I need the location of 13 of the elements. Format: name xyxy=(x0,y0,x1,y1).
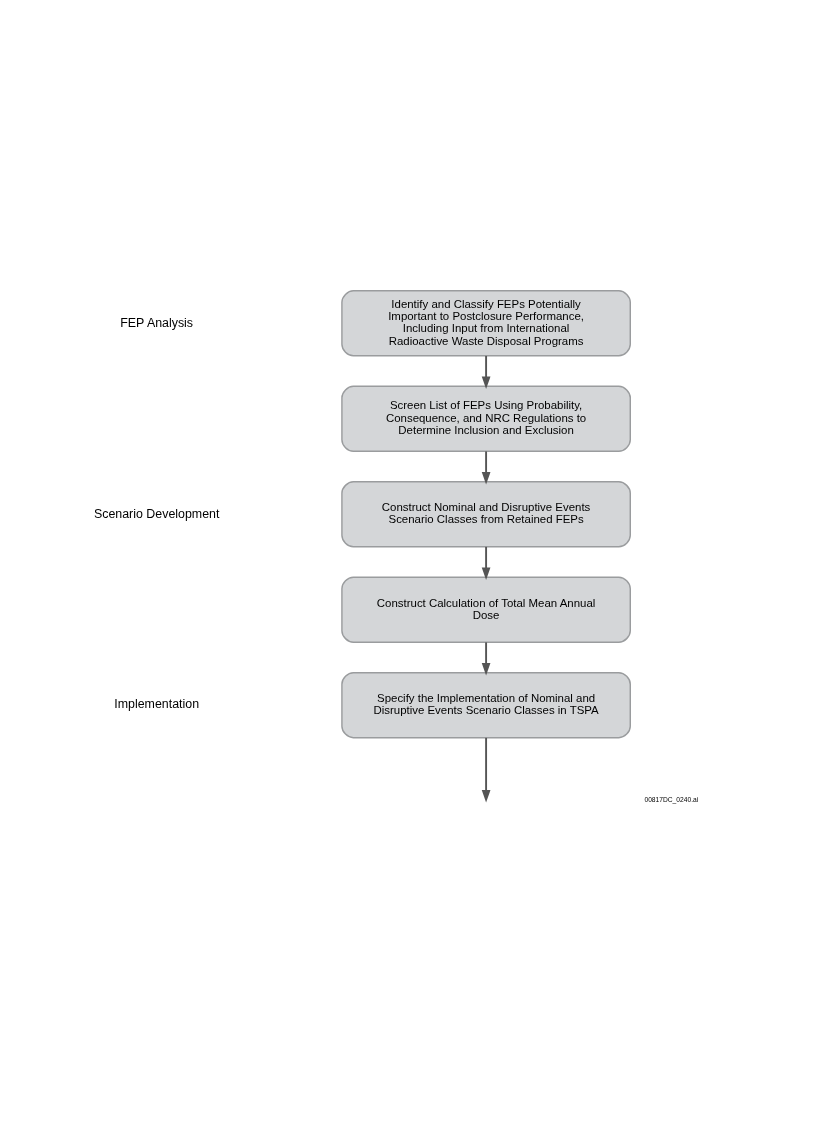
node-box: Identify and Classify FEPs Potentially Important to Postclosure Performance, Including Input from International Radioactive Waste Disposal Programs xyxy=(341,290,631,357)
arrow xyxy=(481,545,491,581)
node-box: Construct Calculation of Total Mean Annual Dose xyxy=(341,576,631,643)
arrow xyxy=(481,450,491,485)
label: FEP Analysis xyxy=(120,315,194,330)
arrow xyxy=(481,641,491,676)
label: Scenario Development xyxy=(93,506,220,521)
arrow xyxy=(481,354,491,390)
node-box: Screen List of FEPs Using Probability, Consequence, and NRC Regulations to Determine Inclusion and Exclusion xyxy=(341,385,631,452)
node-box: Specify the Implementation of Nominal and Disruptive Events Scenario Classes in TSPA xyxy=(341,672,631,739)
node-box: Construct Nominal and Disruptive Events Scenario Classes from Retained FEPs xyxy=(341,481,631,548)
arrow xyxy=(481,736,491,803)
label: Implementation xyxy=(114,697,200,712)
